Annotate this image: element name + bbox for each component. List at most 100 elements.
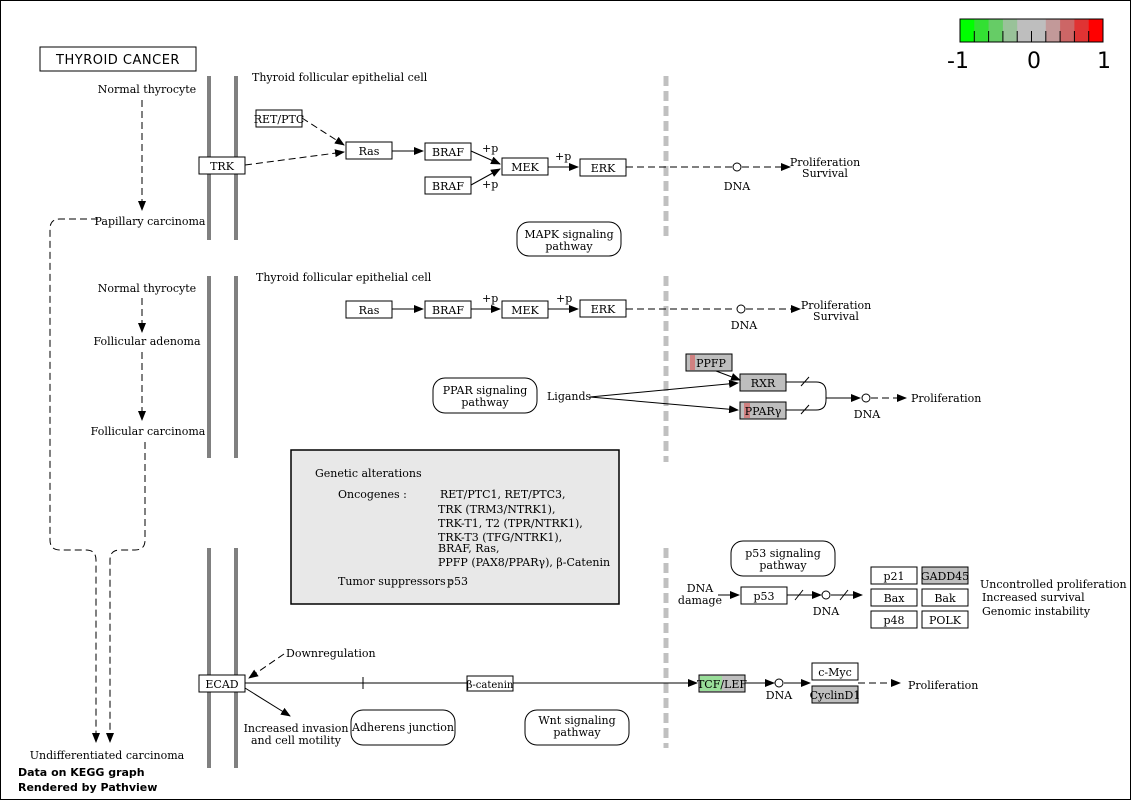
svg-text:pathway: pathway [461,396,509,409]
legend-min: -1 [947,49,969,74]
svg-text:Wnt signaling: Wnt signaling [538,714,615,727]
phospho-label: +p [555,150,571,163]
svg-text:p48: p48 [883,614,904,627]
phospho-label: +p [556,292,572,305]
node-ecad[interactable]: ECAD [198,674,246,693]
svg-text:PPAR signaling: PPAR signaling [443,384,528,397]
phospho-label: +p [482,292,498,305]
stage-normal-thyrocyte-1: Normal thyrocyte [98,83,196,96]
node-polk[interactable]: POLK [921,610,969,629]
node-braf-2[interactable]: BRAF [424,300,472,319]
node-cyclind1[interactable]: CyclinD1 [810,685,861,704]
suppressors-value: p53 [447,575,468,588]
page-title: THYROID CANCER [55,53,180,68]
node-rxr[interactable]: RXR [739,373,787,392]
pathway-adherens-junction[interactable]: Adherens junction [350,709,456,746]
node-p53[interactable]: p53 [740,586,788,605]
svg-text:Ras: Ras [359,304,380,317]
node-ret-ptc[interactable]: RET/PTC [254,109,305,128]
node-bcatenin[interactable]: β-catenin [466,675,514,692]
legend-swatch [1045,19,1061,42]
outcome-survival: Survival [802,167,848,180]
svg-text:ERK: ERK [591,303,616,316]
node-p21[interactable]: p21 [870,566,918,585]
stage-undifferentiated-carcinoma: Undifferentiated carcinoma [30,749,185,762]
legend-border [959,18,1104,43]
node-ras-1[interactable]: Ras [345,141,393,160]
outcome-survival: Survival [813,310,859,323]
pathway-mapk[interactable]: MAPK signaling pathway [516,221,622,257]
node-erk-2[interactable]: ERK [579,299,627,318]
suppressors-label: Tumor suppressors : [338,575,453,588]
legend-swatch [1031,19,1047,42]
stage-normal-thyrocyte-2: Normal thyrocyte [98,282,196,295]
bottom-pathway-edges [244,653,901,717]
ppar-edges [589,370,907,415]
node-gadd45[interactable]: GADD45 [921,566,969,585]
pathway-wnt[interactable]: Wnt signaling pathway [524,709,630,746]
node-bak[interactable]: Bak [921,588,969,607]
node-ras-2[interactable]: Ras [345,300,393,319]
footer-line-1: Data on KEGG graph [18,766,145,779]
dna-label: DNA [854,408,881,421]
svg-text:TCF/LEF: TCF/LEF [697,678,747,691]
outcome-proliferation: Proliferation [801,299,871,312]
node-bax[interactable]: Bax [870,588,918,607]
oncogene-line: RET/PTC1, RET/PTC3, [440,488,566,501]
oncogene-line: TRK (TRM3/NTRK1), [438,503,555,516]
dna-label: DNA [766,689,793,702]
svg-text:Bax: Bax [884,592,906,605]
legend-max: 1 [1097,49,1111,74]
node-mek-2[interactable]: MEK [501,300,549,319]
node-erk-1[interactable]: ERK [579,158,627,177]
svg-text:c-Myc: c-Myc [818,666,852,679]
node-ppfp[interactable]: PPFP [685,353,733,372]
stage-follicular-carcinoma: Follicular carcinoma [91,425,206,438]
middle-pathway-edges [392,304,801,314]
svg-text:TRK: TRK [210,160,235,173]
node-mek-1[interactable]: MEK [501,157,549,176]
node-p48[interactable]: p48 [870,610,918,629]
legend-swatch [1088,19,1104,42]
svg-text:RET/PTC: RET/PTC [254,113,305,126]
invasion-label: Increased invasion [244,722,349,735]
downregulation-label: Downregulation [286,647,376,660]
dna-label: DNA [731,319,758,332]
pathway-p53[interactable]: p53 signaling pathway [730,540,836,577]
node-ppary[interactable]: PPARγ [739,401,787,420]
svg-text:PPFP: PPFP [696,357,726,370]
ligands-label: Ligands [547,390,592,403]
svg-text:CyclinD1: CyclinD1 [810,689,861,702]
stage-follicular-adenoma: Follicular adenoma [93,335,201,348]
dna-label: DNA [813,605,840,618]
svg-text:p21: p21 [883,570,904,583]
svg-text:BRAF: BRAF [432,304,464,317]
svg-text:Ras: Ras [359,145,380,158]
svg-text:ECAD: ECAD [205,678,238,691]
svg-text:RXR: RXR [751,377,776,390]
outcome-proliferation: Proliferation [790,156,860,169]
footer-line-2: Rendered by Pathview [18,781,157,794]
oncogene-line: TRK-T3 (TFG/NTRK1), [438,531,562,544]
oncogene-line: PPFP (PAX8/PPARγ), β-Catenin [438,556,610,569]
svg-text:pathway: pathway [759,559,807,572]
outcome-uncontrolled-proliferation: Uncontrolled proliferation [980,578,1127,591]
pathway-ppar[interactable]: PPAR signaling pathway [432,377,538,414]
outcome-increased-survival: Increased survival [982,591,1085,604]
node-cmyc[interactable]: c-Myc [811,662,859,681]
node-braf-1[interactable]: BRAF [424,142,472,161]
node-trk[interactable]: TRK [198,156,246,175]
svg-text:p53: p53 [753,590,774,603]
legend-swatch [988,19,1004,42]
svg-text:MEK: MEK [511,304,539,317]
cell-label-middle: Thyroid follicular epithelial cell [256,271,432,284]
dna-damage-label: DNA [687,582,714,595]
legend-swatch [960,19,975,42]
invasion-label: and cell motility [251,734,342,747]
color-legend [960,19,1104,42]
svg-text:GADD45: GADD45 [921,570,969,583]
node-braf-1b[interactable]: BRAF [424,176,472,195]
node-tcflef[interactable]: TCF/LEF [697,674,747,693]
